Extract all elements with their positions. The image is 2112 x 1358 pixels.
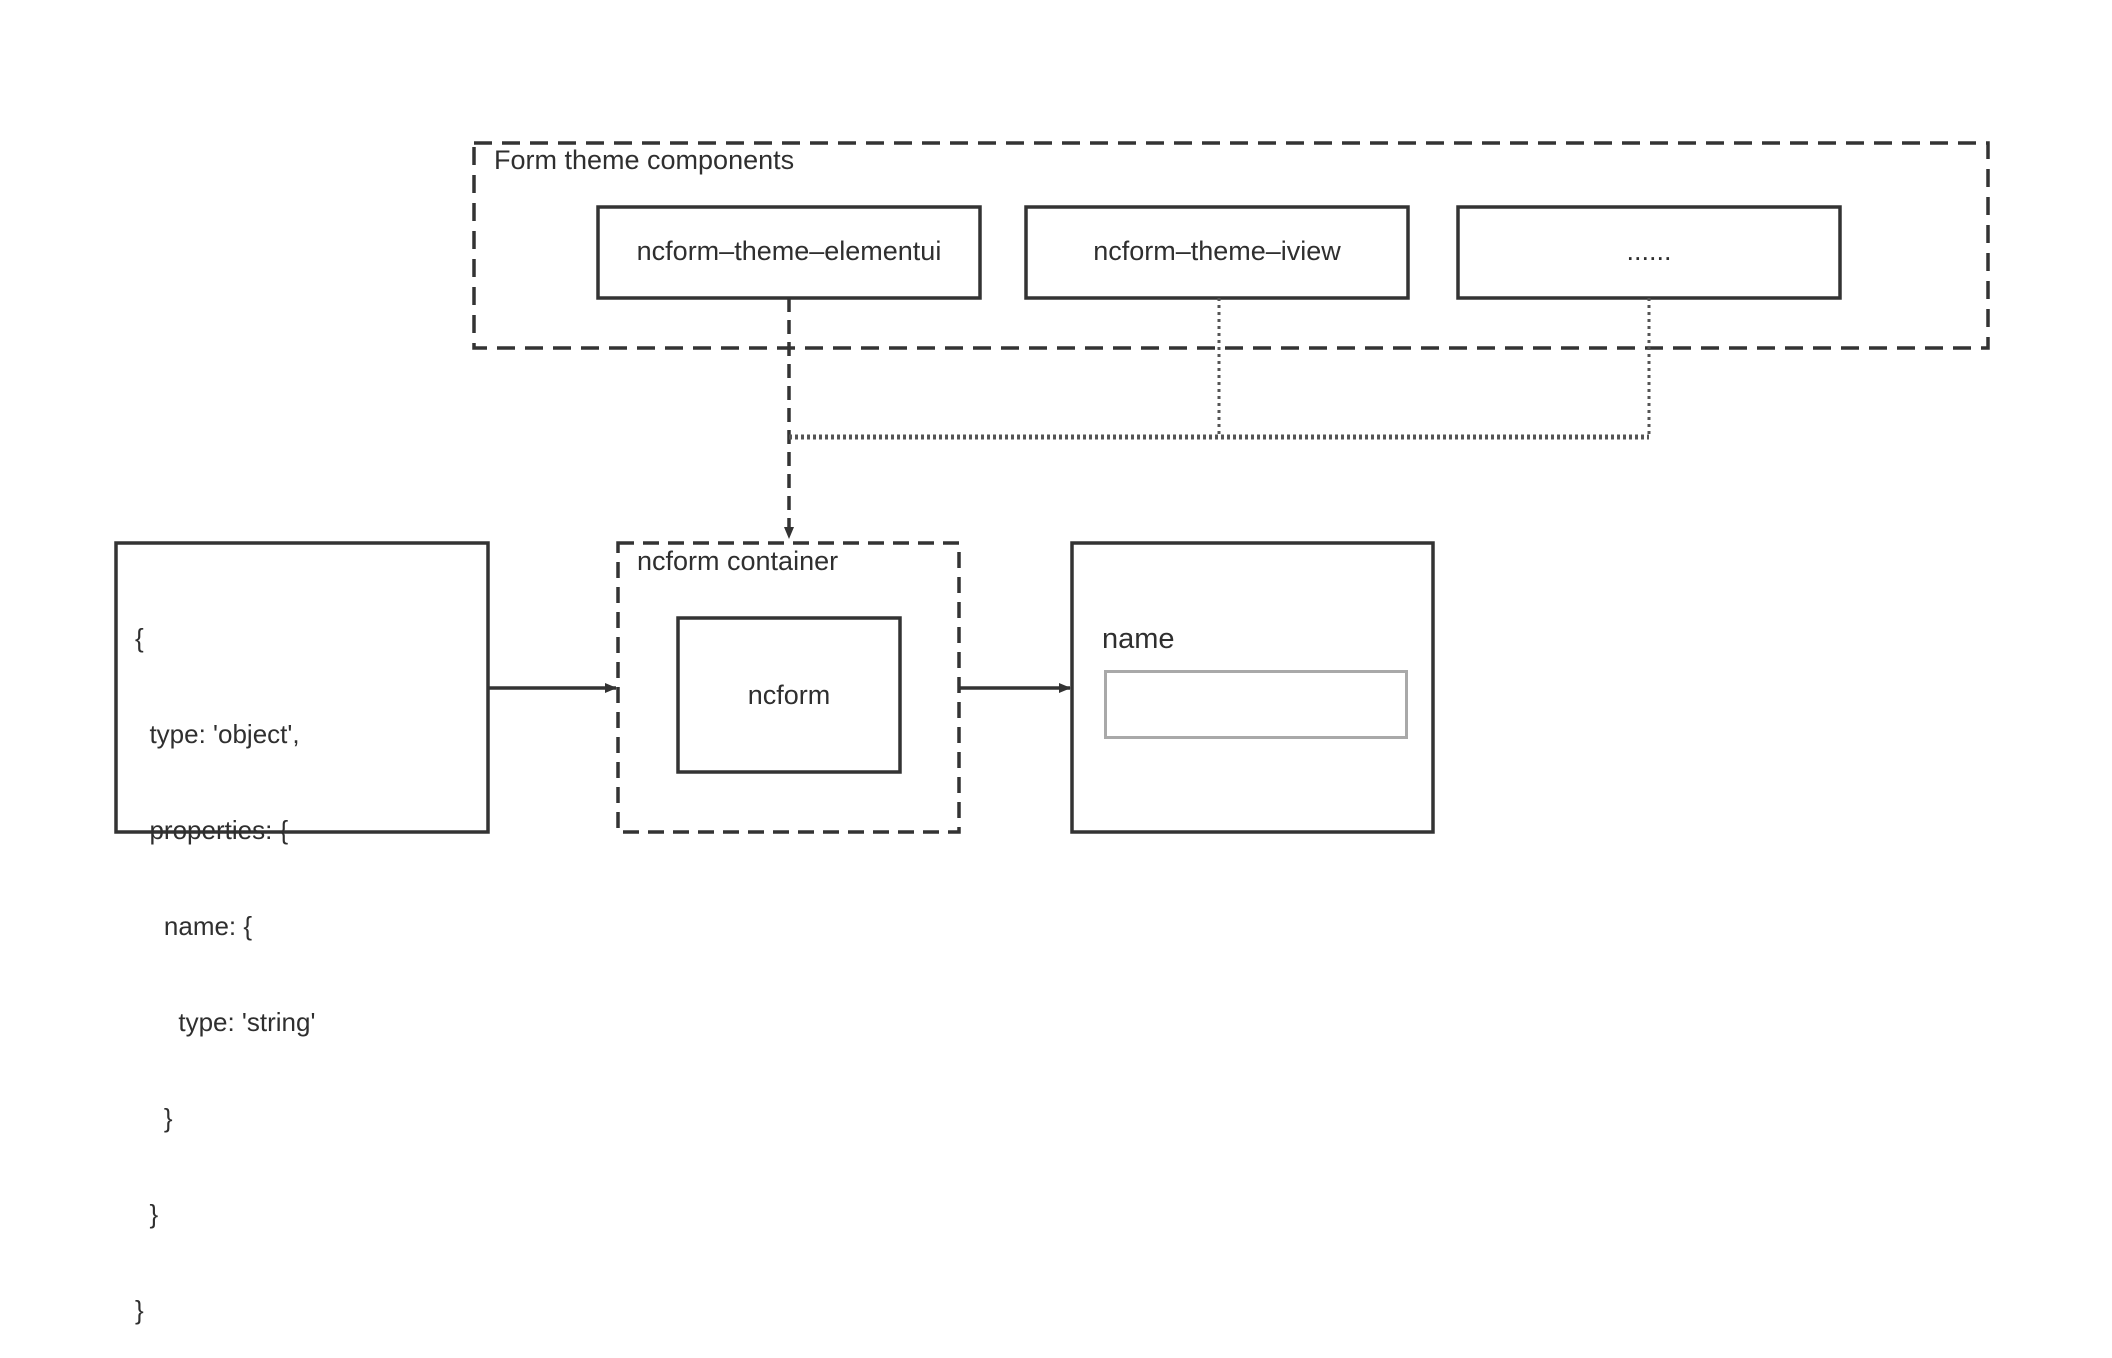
theme-label-more: ...... <box>1626 236 1672 266</box>
theme-box-iview[interactable] <box>1024 205 1410 300</box>
container-title: ncform container <box>637 546 839 576</box>
ncform-box[interactable] <box>676 616 902 774</box>
ncform-label: ncform <box>747 680 831 710</box>
name-field-label: name <box>1102 623 1175 655</box>
theme-group-title: Form theme components <box>494 145 795 175</box>
schema-code-line: type: 'string' <box>135 1007 316 1037</box>
schema-code-line: type: 'object', <box>135 719 300 749</box>
theme-label-elementui: ncform–theme–elementui <box>636 236 942 266</box>
schema-code-line: } <box>135 1199 159 1229</box>
schema-code-line: } <box>135 1103 173 1133</box>
schema-code-line: properties: { <box>135 815 289 845</box>
schema-code-line: name: { <box>135 911 253 941</box>
schema-box-frame <box>114 541 490 834</box>
schema-code-line: { <box>135 623 144 653</box>
schema-code: { type: 'object', properties: { name: { … <box>135 558 315 1358</box>
theme-label-iview: ncform–theme–iview <box>1093 236 1341 266</box>
diagram-canvas <box>114 141 1990 834</box>
schema-code-line: } <box>135 1295 144 1325</box>
name-input[interactable] <box>1104 670 1408 739</box>
theme-group-frame <box>472 141 1990 350</box>
